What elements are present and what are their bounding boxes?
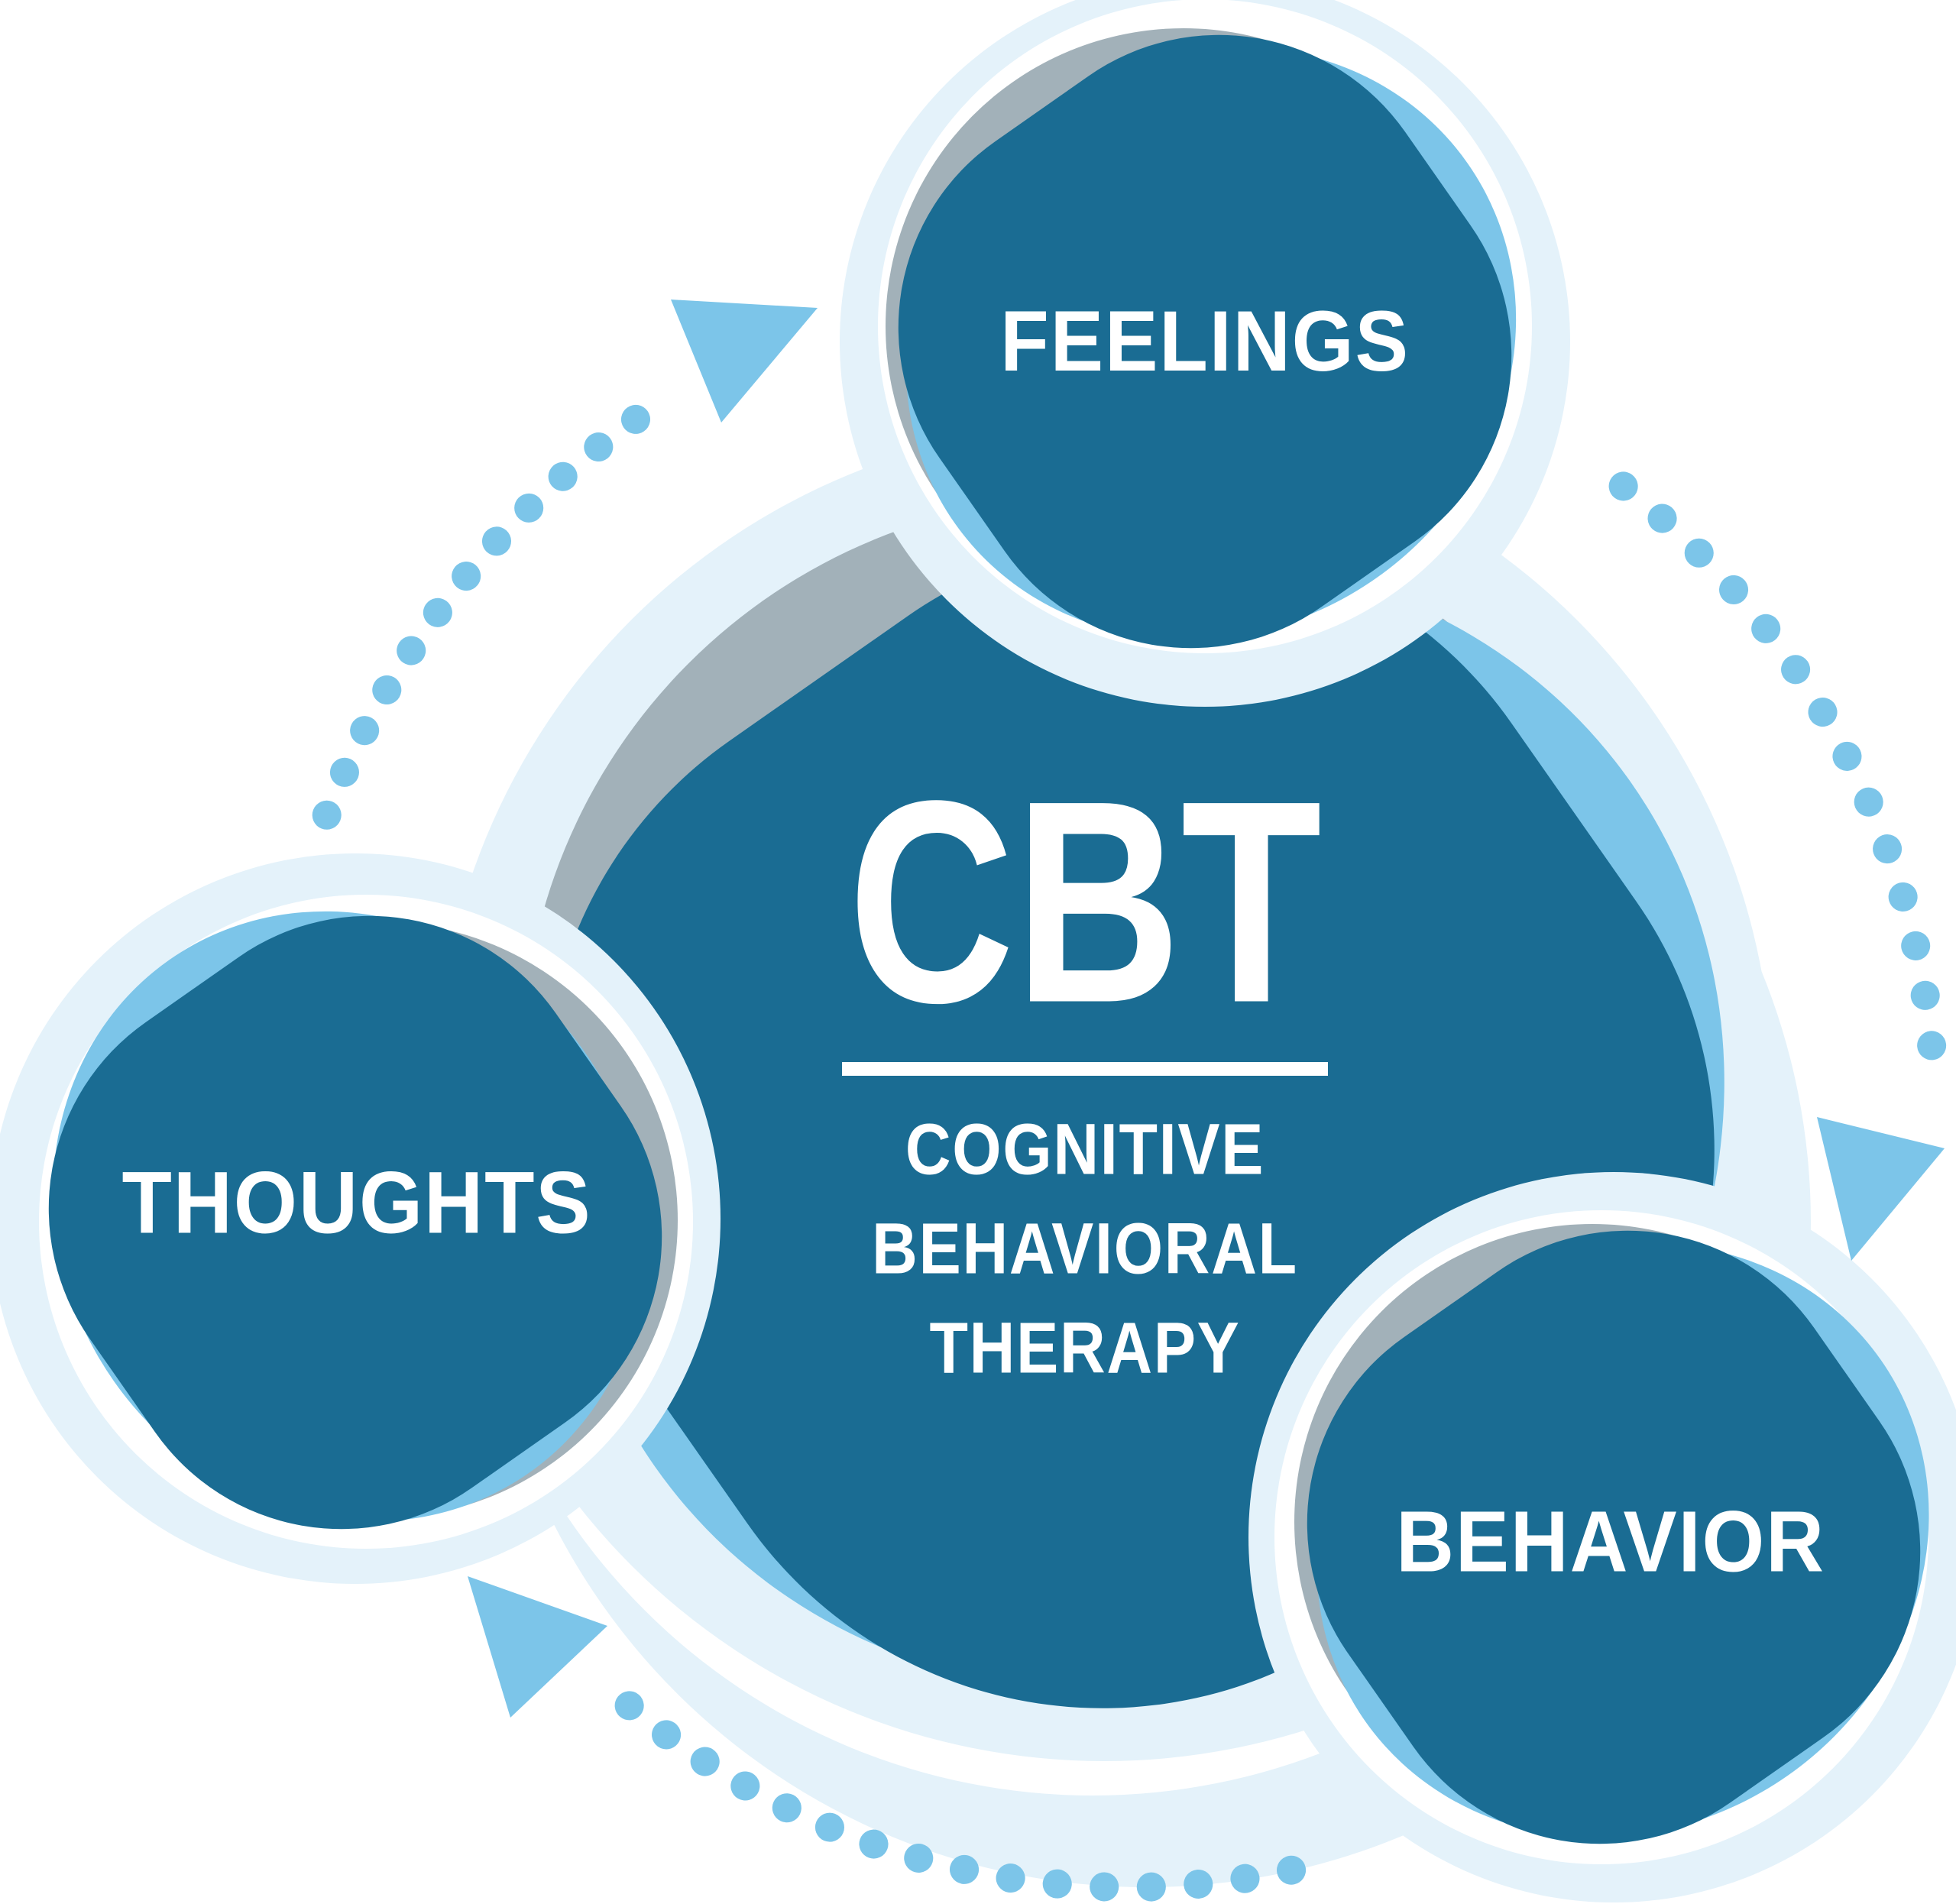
center-expansion-line-2: BEHAVIORAL xyxy=(872,1208,1298,1290)
flow-arrowhead-feelings-icon xyxy=(671,300,818,423)
flow-arrowhead-thoughts-icon xyxy=(468,1576,607,1718)
flow-arrowhead-behavior-icon xyxy=(1817,1117,1945,1261)
flow-arc-feelings-to-behavior xyxy=(1608,471,1950,1110)
center-divider xyxy=(842,1062,1328,1076)
center-acronym: CBT xyxy=(848,740,1322,1063)
node-label-thoughts: THOUGHTS xyxy=(121,1154,592,1252)
node-label-feelings: FEELINGS xyxy=(1000,293,1410,389)
node-label-behavior: BEHAVIOR xyxy=(1396,1493,1825,1590)
center-expansion-line-1: COGNITIVE xyxy=(905,1109,1265,1190)
flow-arc-behavior-to-thoughts xyxy=(580,1660,1307,1902)
flow-arc-thoughts-to-feelings xyxy=(312,379,688,830)
center-expansion-line-3: THERAPY xyxy=(929,1307,1241,1389)
